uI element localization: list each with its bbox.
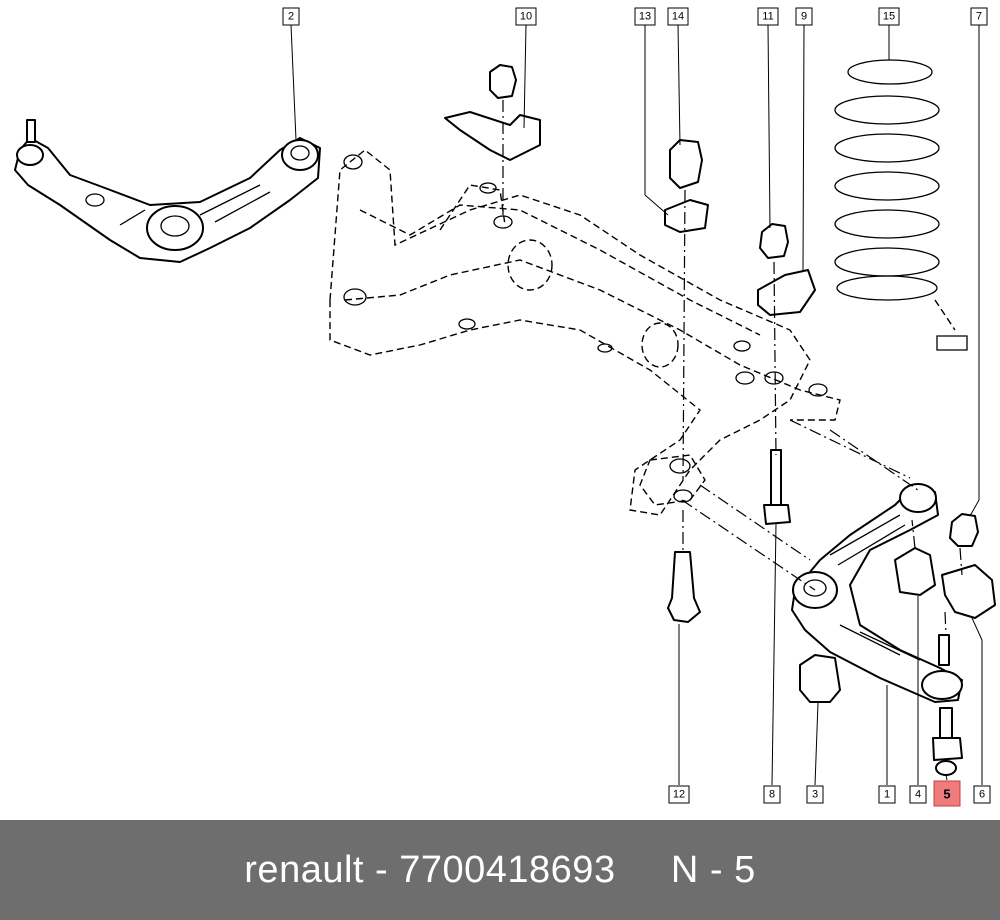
front-subframe [329, 149, 841, 516]
callout-7[interactable]: 7 [970, 7, 988, 26]
svg-text:5: 5 [943, 787, 950, 802]
svg-text:10: 10 [520, 11, 532, 23]
svg-text:8: 8 [769, 789, 775, 801]
svg-text:2: 2 [288, 11, 294, 23]
callout-15[interactable]: 15 [878, 7, 900, 26]
svg-text:6: 6 [979, 789, 985, 801]
coil-spring [834, 59, 968, 351]
callout-13[interactable]: 13 [634, 7, 656, 26]
svg-text:13: 13 [639, 11, 651, 23]
callout-8[interactable]: 8 [763, 785, 781, 804]
leader-lines [290, 24, 983, 786]
callout-2[interactable]: 2 [282, 7, 300, 26]
callout-3[interactable]: 3 [806, 785, 824, 804]
callout-11[interactable]: 11 [757, 7, 779, 26]
footer-banner: renault - 7700418693 N - 5 [0, 820, 1000, 920]
assembly-lines [502, 100, 963, 636]
left-wishbone-arm [14, 119, 321, 263]
suspension-exploded-diagram: 2 10 13 14 11 9 15 7 [14, 7, 996, 807]
svg-text:12: 12 [673, 789, 685, 801]
callout-9[interactable]: 9 [795, 7, 813, 26]
callout-14[interactable]: 14 [667, 7, 689, 26]
svg-text:1: 1 [884, 789, 890, 801]
hardware-parts [444, 64, 996, 776]
svg-text:14: 14 [672, 11, 684, 23]
svg-text:3: 3 [812, 789, 818, 801]
right-wishbone-arm [791, 483, 963, 703]
callout-10[interactable]: 10 [515, 7, 537, 26]
callout-6[interactable]: 6 [973, 785, 991, 804]
svg-text:11: 11 [762, 11, 773, 23]
svg-text:7: 7 [976, 11, 982, 23]
callouts: 2 10 13 14 11 9 15 7 [282, 7, 991, 807]
callout-12[interactable]: 12 [668, 785, 690, 804]
callout-5-highlighted[interactable]: 5 [933, 780, 961, 807]
svg-text:4: 4 [915, 789, 921, 801]
svg-text:9: 9 [801, 11, 807, 23]
part-number-caption: renault - 7700418693 N - 5 [244, 848, 756, 891]
callout-4[interactable]: 4 [909, 785, 927, 804]
callout-1[interactable]: 1 [878, 785, 896, 804]
svg-text:15: 15 [883, 11, 895, 23]
